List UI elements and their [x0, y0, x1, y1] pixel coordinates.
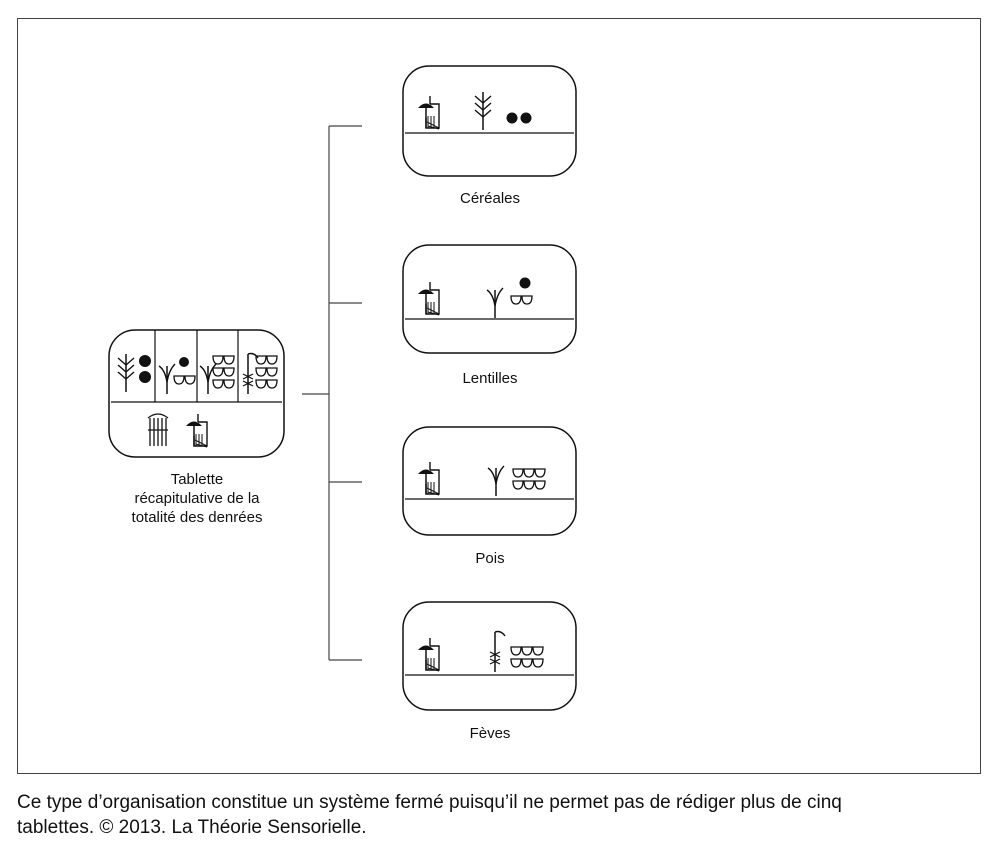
- summary-label-line-3: totalité des denrées: [132, 509, 263, 526]
- tablet-cereales: Céréales: [402, 65, 577, 207]
- caption-line-2: tablettes. © 2013. La Théorie Sensoriell…: [17, 817, 367, 838]
- tablet-pois: Pois: [402, 426, 577, 567]
- summary-label-line-2: récapitulative de la: [134, 490, 260, 507]
- tablet-label-feves: Fèves: [470, 725, 511, 742]
- connector-lines: [302, 125, 362, 661]
- summary-tablet: Tablette récapitulative de la totalité d…: [108, 329, 285, 526]
- tablet-label-cereales: Céréales: [460, 190, 520, 207]
- gate-sign-icon: [147, 413, 169, 446]
- caption-line-1: Ce type d’organisation constitue un syst…: [17, 792, 842, 813]
- figure-caption: Ce type d’organisation constitue un syst…: [17, 790, 987, 840]
- figure-frame: [17, 18, 981, 774]
- tablet-feves: Fèves: [402, 601, 577, 742]
- summary-label-line-1: Tablette: [171, 471, 224, 488]
- tablet-label-pois: Pois: [475, 550, 504, 567]
- tablet-label-lentilles: Lentilles: [462, 370, 517, 387]
- tablet-lentilles: Lentilles: [402, 244, 577, 387]
